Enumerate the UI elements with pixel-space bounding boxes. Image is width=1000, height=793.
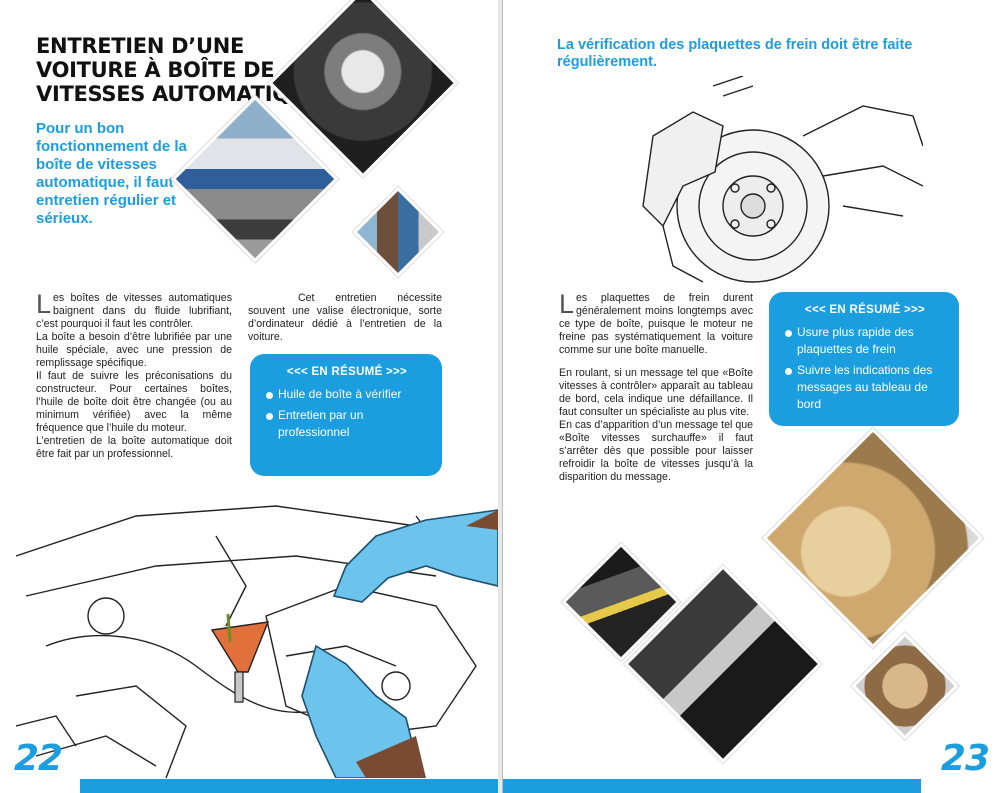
brake-caliper-photo xyxy=(851,632,959,740)
page-bar xyxy=(80,779,498,793)
mechanic-photo xyxy=(352,186,444,278)
funnel-icon xyxy=(210,621,270,673)
summary-title: <<< EN RÉSUMÉ >>> xyxy=(804,304,926,316)
paragraph: Cet entretien nécessite souvent une vali… xyxy=(248,292,442,343)
gutter xyxy=(498,0,502,793)
page-subtitle: Pour un bon fonctionnement de la boîte d… xyxy=(36,120,196,227)
brake-pad-photo xyxy=(762,427,984,649)
page-title: ENTRETIEN D’UNE VOITURE À BOÎTE DE VITES… xyxy=(36,34,321,106)
paragraph: es plaquettes de frein durent généraleme… xyxy=(559,292,753,356)
summary-list: Huile de boîte à vérifier Entretien par … xyxy=(266,386,428,441)
summary-item: Huile de boîte à vérifier xyxy=(266,386,428,403)
page-bar xyxy=(503,779,921,793)
summary-item: Usure plus rapide des plaquettes de frei… xyxy=(785,324,945,358)
paragraph: L’entretien de la boîte automatique doit… xyxy=(36,435,232,460)
summary-title: <<< EN RÉSUMÉ >>> xyxy=(286,366,408,378)
page-number: 22 xyxy=(14,738,63,779)
page-number: 23 xyxy=(940,738,990,779)
right-page: La vérification des plaquettes de frein … xyxy=(502,0,1000,793)
left-page: ENTRETIEN D’UNE VOITURE À BOÎTE DE VITES… xyxy=(0,0,499,793)
summary-item: Entretien par un professionnel xyxy=(266,407,428,441)
page-heading: La vérification des plaquettes de frein … xyxy=(557,37,913,70)
right-body-column: L es plaquettes de frein durent générale… xyxy=(559,289,753,484)
paragraph: La boîte a besoin d’être lubrifiée par u… xyxy=(36,331,232,369)
paragraph: Il faut de suivre les préconisations du … xyxy=(36,370,232,434)
summary-box: <<< EN RÉSUMÉ >>> Usure plus rapide des … xyxy=(769,292,959,426)
glove-icon xyxy=(332,509,498,603)
paragraph: En cas d’apparition d’un message tel que… xyxy=(559,419,753,483)
brake-disc-illustration xyxy=(642,76,923,283)
summary-list: Usure plus rapide des plaquettes de frei… xyxy=(785,324,945,413)
paragraph: es boîtes de vitesses automatiques baign… xyxy=(36,292,232,330)
oil-check-illustration xyxy=(16,505,498,778)
paragraph: En roulant, si un message tel que «Boîte… xyxy=(559,367,753,418)
summary-box: <<< EN RÉSUMÉ >>> Huile de boîte à vérif… xyxy=(250,354,442,476)
left-body-column-2: Cet entretien nécessite souvent une vali… xyxy=(248,292,442,344)
dropcap: L xyxy=(559,289,575,319)
left-body-column-1: L es boîtes de vitesses automatiques bai… xyxy=(36,289,232,461)
summary-item: Suivre les indications des messages au t… xyxy=(785,362,945,413)
dropcap: L xyxy=(36,289,52,319)
